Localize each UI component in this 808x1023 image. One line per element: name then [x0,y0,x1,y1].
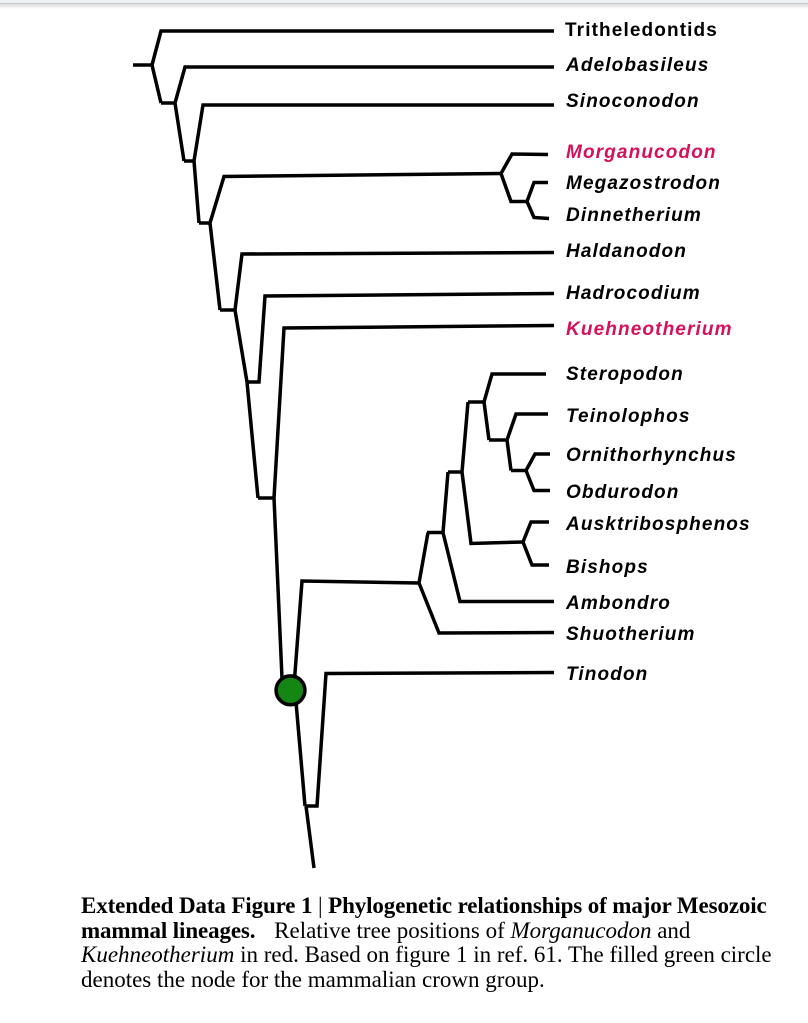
svg-text:Tinodon: Tinodon [566,664,648,685]
svg-text:Steropodon: Steropodon [566,364,684,385]
svg-text:Shuotherium: Shuotherium [566,624,695,645]
svg-text:Tritheledontids: Tritheledontids [565,20,718,41]
svg-text:Kuehneotherium: Kuehneotherium [566,319,733,340]
svg-text:Ambondro: Ambondro [565,593,671,614]
svg-text:Obdurodon: Obdurodon [566,482,680,503]
svg-text:Hadrocodium: Hadrocodium [566,283,701,304]
svg-text:Morganucodon: Morganucodon [566,142,717,163]
svg-text:Haldanodon: Haldanodon [566,241,687,262]
svg-text:Teinolophos: Teinolophos [566,406,691,427]
svg-text:Megazostrodon: Megazostrodon [566,173,721,194]
svg-text:Ornithorhynchus: Ornithorhynchus [566,445,737,466]
svg-text:Sinoconodon: Sinoconodon [566,91,700,112]
svg-text:Dinnetherium: Dinnetherium [566,205,702,226]
svg-text:Ausktribosphenos: Ausktribosphenos [565,514,751,535]
svg-text:Bishops: Bishops [566,557,649,578]
svg-text:Adelobasileus: Adelobasileus [565,55,709,76]
